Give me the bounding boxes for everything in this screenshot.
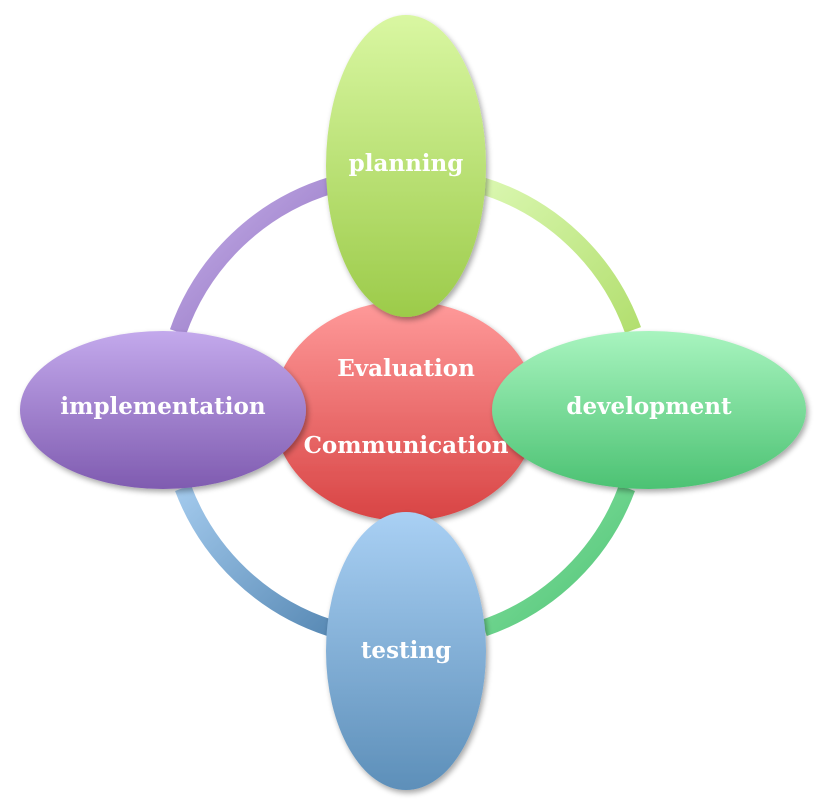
node-label-development: development: [566, 393, 732, 420]
node-testing: [326, 512, 486, 790]
center-label-evaluation: Evaluation: [337, 355, 475, 382]
node-implementation: [20, 331, 306, 489]
ring-arc-bottom-right: [481, 485, 635, 637]
node-planning: [326, 15, 486, 317]
node-label-implementation: implementation: [60, 393, 265, 420]
ring: [169, 176, 641, 637]
node-development: [492, 331, 806, 489]
ring-arc-bottom-left: [175, 484, 333, 637]
ring-arc-top-left: [169, 176, 335, 335]
node-label-testing: testing: [361, 637, 451, 664]
center-node: [273, 301, 537, 521]
node-label-planning: planning: [349, 150, 464, 177]
center-label-communication: Communication: [304, 432, 509, 459]
ring-arc-top-right: [477, 176, 641, 333]
